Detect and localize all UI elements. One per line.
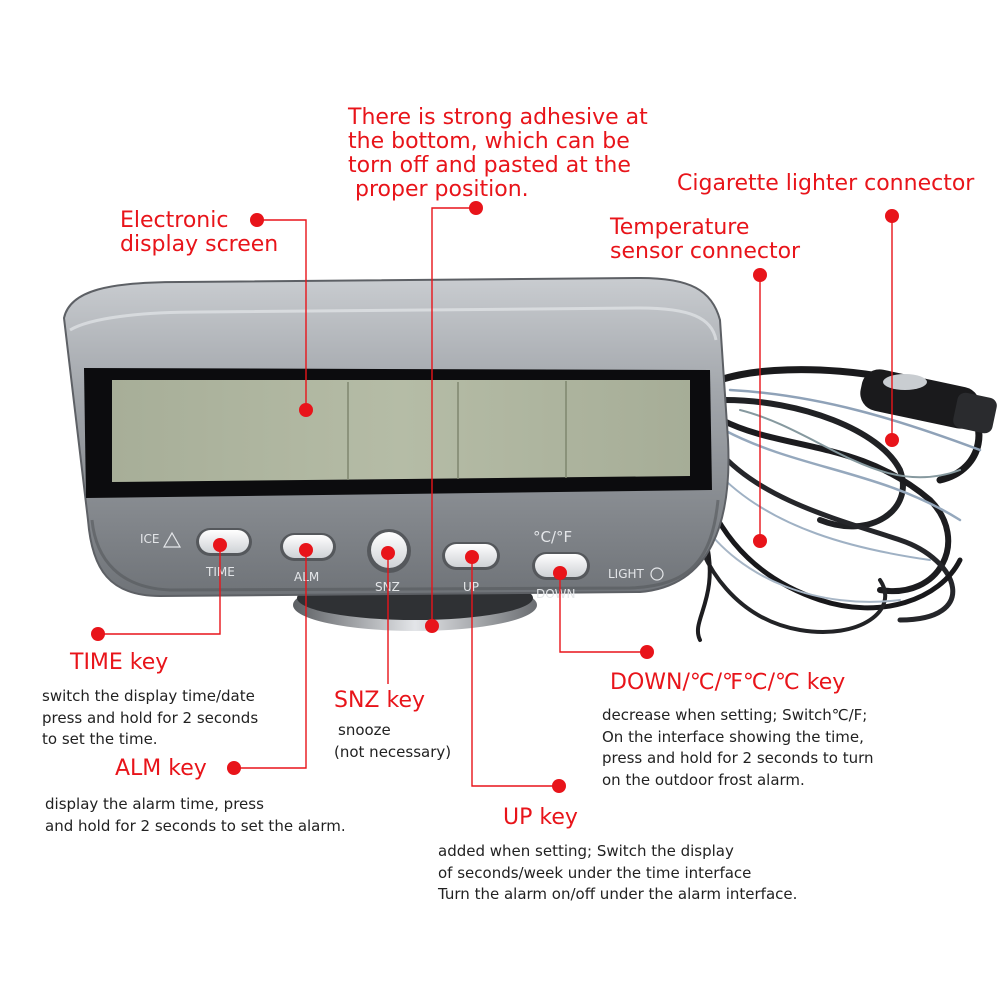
cigarette-callout: Cigarette lighter connector xyxy=(677,171,975,196)
dot-up xyxy=(552,779,566,793)
dot-time-target xyxy=(213,538,227,552)
screen-callout: Electronic display screen xyxy=(120,208,279,257)
cigarette-lighter-plug xyxy=(860,369,997,434)
temperature-sensor-callout: Temperature sensor connector xyxy=(610,215,801,264)
dot-cigarette-target xyxy=(885,433,899,447)
down-key-desc: decrease when setting; Switch℃/F; On the… xyxy=(602,706,874,789)
dot-cigarette xyxy=(885,209,899,223)
light-icon xyxy=(650,567,664,581)
up-key-title: UP key xyxy=(503,805,578,830)
dot-up-target xyxy=(465,550,479,564)
dot-time xyxy=(91,627,105,641)
light-label: LIGHT xyxy=(608,567,645,581)
up-key-desc: added when setting; Switch the display o… xyxy=(438,842,798,903)
unit-label: °C/°F xyxy=(533,528,572,546)
dot-down-target xyxy=(553,566,567,580)
cables xyxy=(688,366,983,642)
dot-adhesive xyxy=(469,201,483,215)
button-down[interactable] xyxy=(532,552,590,580)
time-key-title: TIME key xyxy=(70,650,169,675)
electronic-display-screen xyxy=(84,368,712,498)
snz-key-title: SNZ key xyxy=(334,688,425,713)
dot-screen-target xyxy=(299,403,313,417)
ice-label: ICE xyxy=(140,532,160,546)
alm-key-desc: display the alarm time, press and hold f… xyxy=(45,795,346,835)
callout-dots xyxy=(91,201,899,793)
adhesive-callout: There is strong adhesive at the bottom, … xyxy=(348,105,648,202)
dot-temp-target xyxy=(753,534,767,548)
dot-alm-target xyxy=(299,543,313,557)
warning-icon xyxy=(162,531,182,548)
time-key-desc: switch the display time/date press and h… xyxy=(42,687,259,748)
dot-temp xyxy=(753,268,767,282)
dot-screen xyxy=(250,213,264,227)
dot-adhesive-target xyxy=(425,619,439,633)
dot-snz-target xyxy=(381,546,395,560)
alm-key-title: ALM key xyxy=(115,756,207,781)
down-key-title: DOWN/℃/℉℃/℃ key xyxy=(610,670,846,695)
down-button-label: DOWN xyxy=(536,587,576,601)
dot-down xyxy=(640,645,654,659)
up-button-label: UP xyxy=(463,580,479,594)
dot-alm xyxy=(227,761,241,775)
snz-key-desc: snooze (not necessary) xyxy=(334,721,452,761)
leader-lines xyxy=(98,207,893,787)
